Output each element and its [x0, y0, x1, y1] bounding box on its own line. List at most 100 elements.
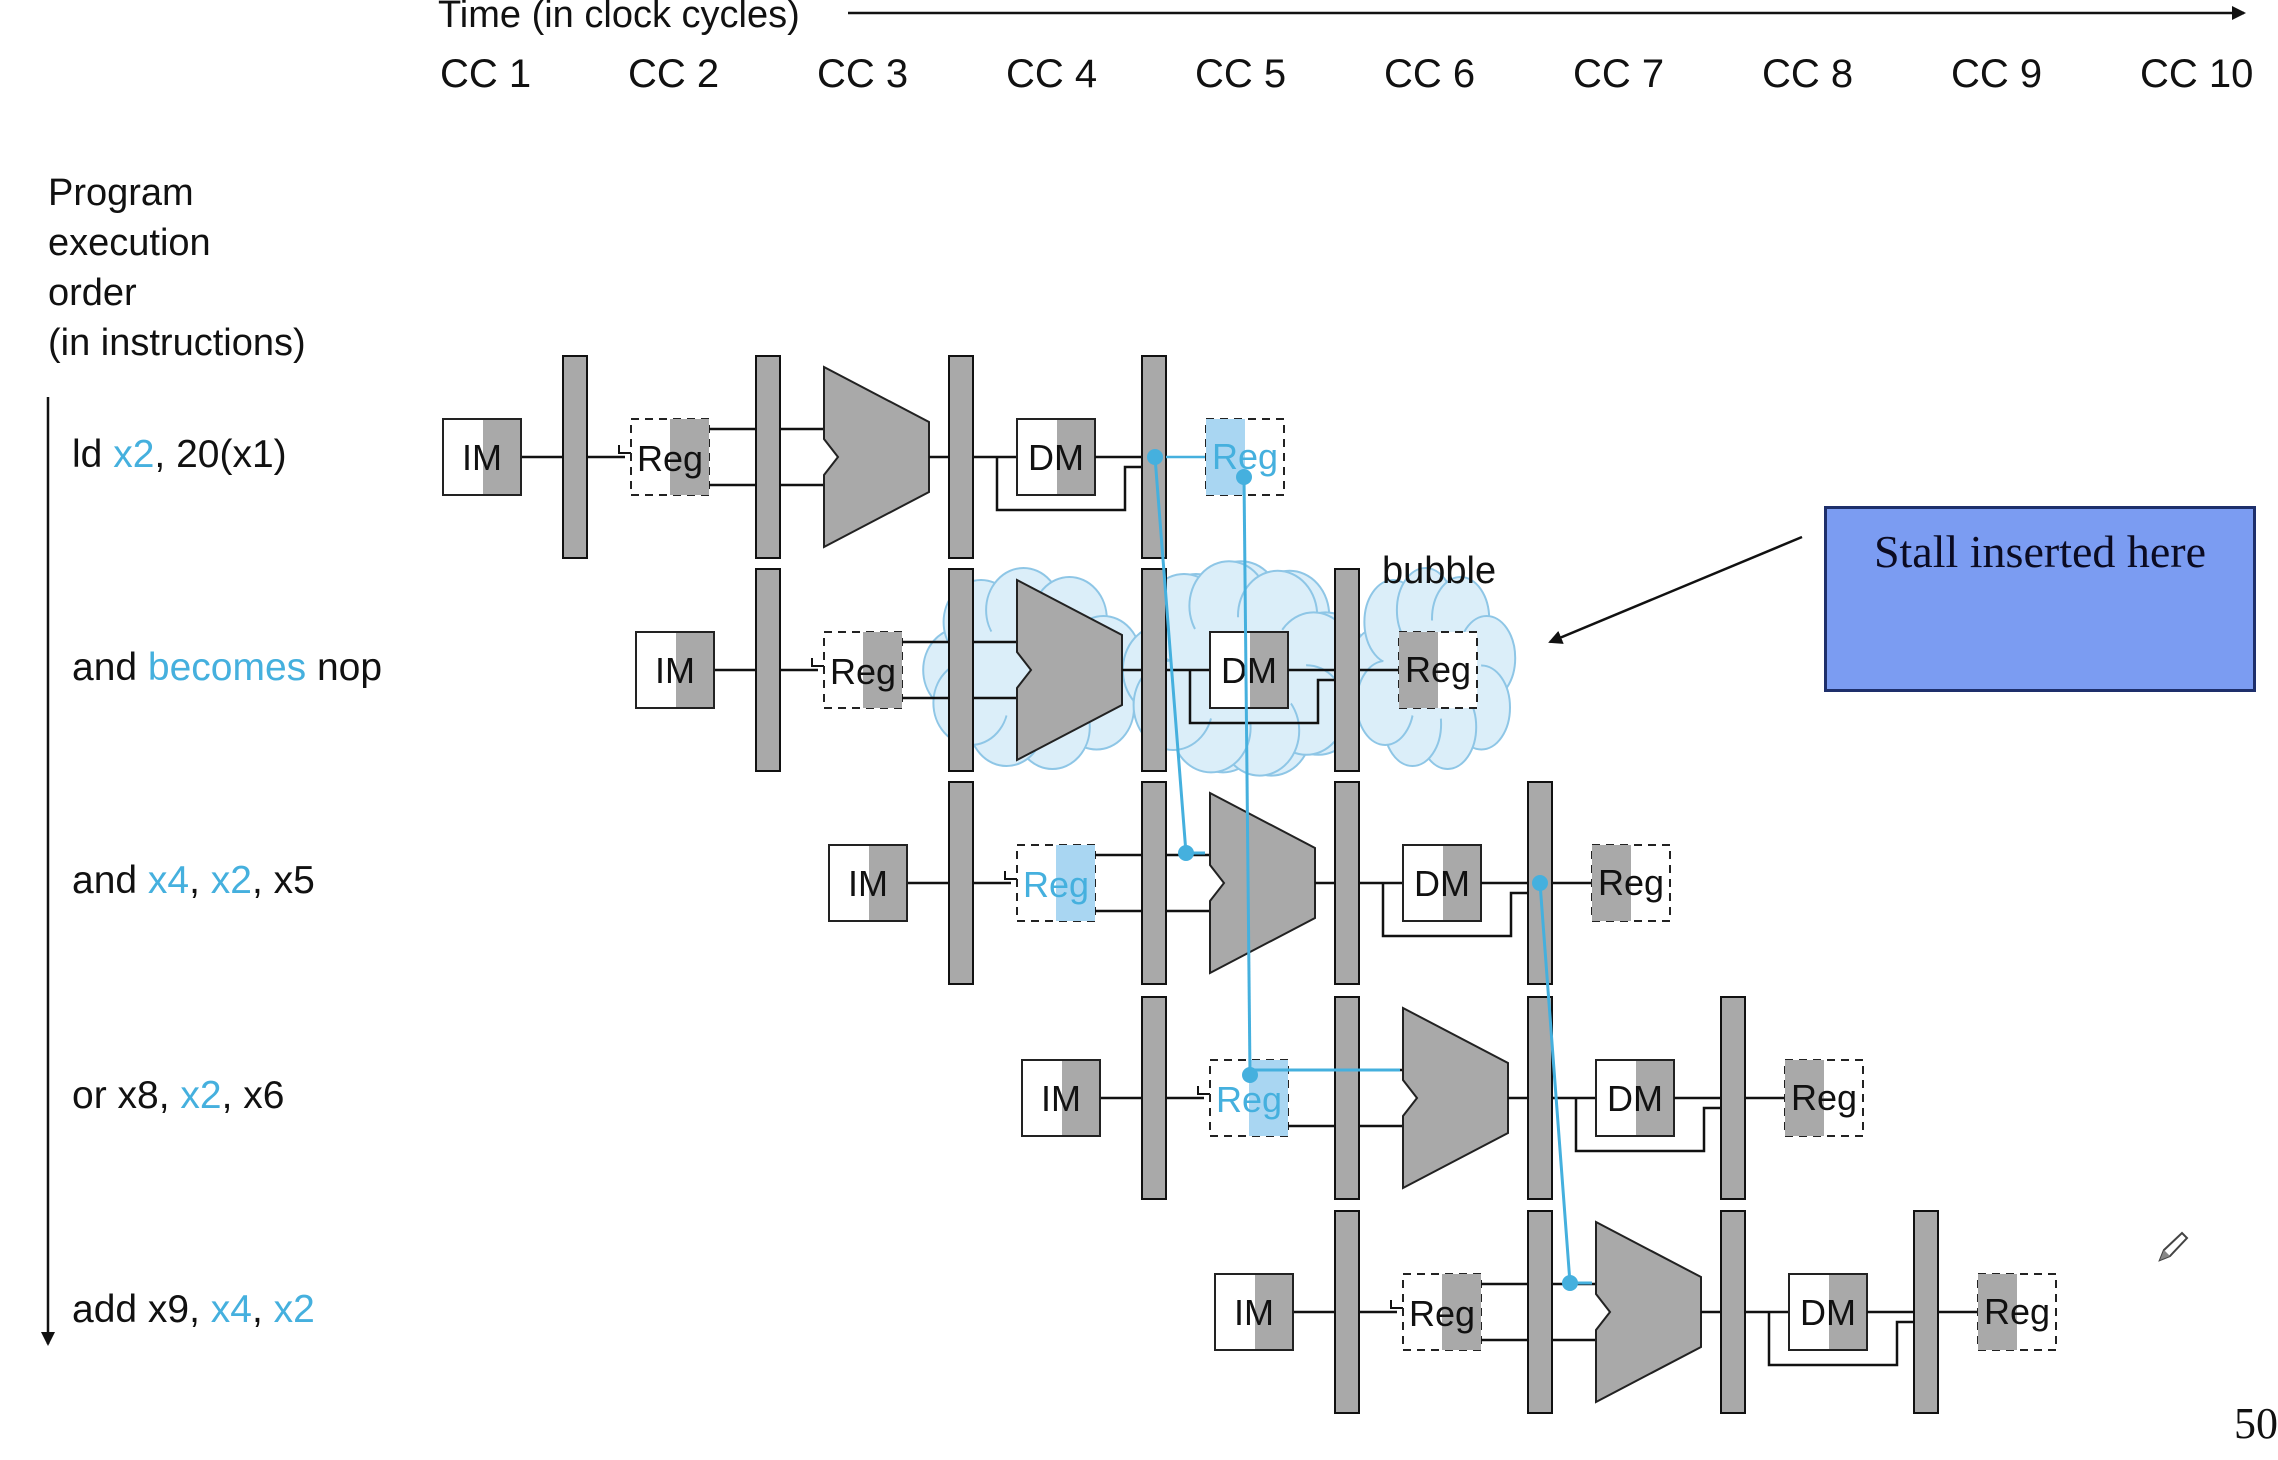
- data-memory-shade: [1443, 845, 1481, 921]
- register-file-read-shade: [1442, 1274, 1481, 1350]
- alu: [823, 365, 930, 549]
- reg-write-label: Reg: [1405, 649, 1471, 690]
- reg-write-label: Reg: [1791, 1077, 1857, 1118]
- reg-write-label: Reg: [1598, 862, 1664, 903]
- instruction-label: or x8, x2, x6: [72, 1074, 284, 1118]
- clock-cycle-label: CC 8: [1762, 52, 1854, 96]
- data-memory-shade: [1250, 632, 1288, 708]
- forward-dot: [1147, 449, 1163, 465]
- stall-note-box: Stall inserted here: [1824, 506, 2256, 692]
- wire: [811, 658, 824, 667]
- instruction-memory-border: [828, 844, 908, 922]
- clock-cycle-label: CC 7: [1573, 52, 1665, 96]
- pipeline-register: [755, 355, 781, 559]
- pipeline-register: [1141, 996, 1167, 1200]
- im-label: IM: [462, 437, 502, 478]
- forward-dot: [1178, 845, 1194, 861]
- reg-read-label: Reg: [1409, 1293, 1475, 1334]
- instruction-memory-shade: [869, 845, 907, 921]
- instruction-text: and: [72, 646, 148, 689]
- wire: [1004, 871, 1017, 880]
- forward-dot: [1562, 1275, 1578, 1291]
- wire: [618, 445, 631, 454]
- dm-label: DM: [1028, 437, 1084, 478]
- register-file-read-shade: [670, 419, 709, 495]
- instruction-text: , 20(x1): [154, 433, 287, 476]
- wire: [1390, 1300, 1403, 1309]
- data-memory-shade: [1829, 1274, 1867, 1350]
- instruction-memory-border: [442, 418, 522, 496]
- stall-note-text: Stall inserted here: [1873, 526, 2207, 577]
- bubble-label: bubble: [1382, 550, 1497, 592]
- reg-read-label: Reg: [1023, 864, 1089, 905]
- im-label: IM: [1041, 1078, 1081, 1119]
- pipeline-register: [948, 568, 974, 772]
- pipeline-register: [1141, 781, 1167, 985]
- pipeline-register: [1913, 1210, 1939, 1414]
- wire: [1188, 670, 1335, 725]
- pipeline-register: [948, 355, 974, 559]
- wire: [1381, 883, 1528, 938]
- alu: [1595, 1220, 1702, 1404]
- dm-label: DM: [1221, 650, 1277, 691]
- instruction-text: ,: [189, 859, 211, 902]
- pipeline-register: [1720, 1210, 1746, 1414]
- pipeline-register: [1334, 781, 1360, 985]
- pipeline-register: [1334, 568, 1360, 772]
- clock-cycle-label: CC 4: [1006, 52, 1098, 96]
- dm-label: DM: [1800, 1292, 1856, 1333]
- order-label-line-4: (in instructions): [48, 322, 306, 364]
- register-highlight: x2: [180, 1074, 222, 1117]
- pipeline-register: [948, 781, 974, 985]
- clock-cycle-label: CC 2: [628, 52, 720, 96]
- instruction-memory-shade: [483, 419, 521, 495]
- order-label-line-3: order: [48, 272, 137, 314]
- instruction-label: ld x2, 20(x1): [72, 433, 287, 477]
- register-highlight: x2: [113, 433, 155, 476]
- pipeline-register: [1334, 1210, 1360, 1414]
- instruction-text: ld: [72, 433, 114, 476]
- instruction-memory-shade: [1255, 1274, 1293, 1350]
- pipeline-register: [1527, 996, 1553, 1200]
- instruction-memory-shade: [676, 632, 714, 708]
- register-highlight: x2: [210, 859, 252, 902]
- register-highlight: x4: [210, 1288, 252, 1331]
- clock-cycle-label: CC 1: [440, 52, 532, 96]
- instruction-memory-border: [1021, 1059, 1101, 1137]
- data-memory-shade: [1057, 419, 1095, 495]
- instruction-memory-border: [1214, 1273, 1294, 1351]
- im-label: IM: [655, 650, 695, 691]
- alu: [1402, 1006, 1509, 1190]
- instruction-text: , x5: [251, 859, 315, 902]
- register-file-write-shade: [1978, 1274, 2017, 1350]
- wire: [995, 457, 1142, 512]
- instruction-memory-border: [635, 631, 715, 709]
- data-memory-shade: [1636, 1060, 1674, 1136]
- wire: [1197, 1086, 1210, 1095]
- register-file-write-shade: [1785, 1060, 1824, 1136]
- instruction-text: or x8,: [72, 1074, 181, 1117]
- clock-cycle-label: CC 10: [2140, 52, 2254, 96]
- instruction-label: and becomes nop: [72, 646, 382, 690]
- clock-cycle-label: CC 6: [1384, 52, 1476, 96]
- stall-pointer-arrow: [1548, 535, 1803, 644]
- dm-label: DM: [1607, 1078, 1663, 1119]
- pipeline-register: [1720, 996, 1746, 1200]
- wire: [1767, 1312, 1914, 1367]
- pipeline-register: [1334, 996, 1360, 1200]
- clock-cycle-label: CC 9: [1951, 52, 2043, 96]
- instruction-text: nop: [306, 646, 383, 689]
- reg-write-label: Reg: [1984, 1291, 2050, 1332]
- pipeline-register: [1141, 568, 1167, 772]
- pencil-icon: [2158, 1231, 2189, 1262]
- register-file-read-shade: [1056, 845, 1095, 921]
- register-highlight: becomes: [147, 646, 307, 689]
- clock-cycle-label: CC 5: [1195, 52, 1287, 96]
- dm-label: DM: [1414, 863, 1470, 904]
- order-label-line-2: execution: [48, 222, 211, 264]
